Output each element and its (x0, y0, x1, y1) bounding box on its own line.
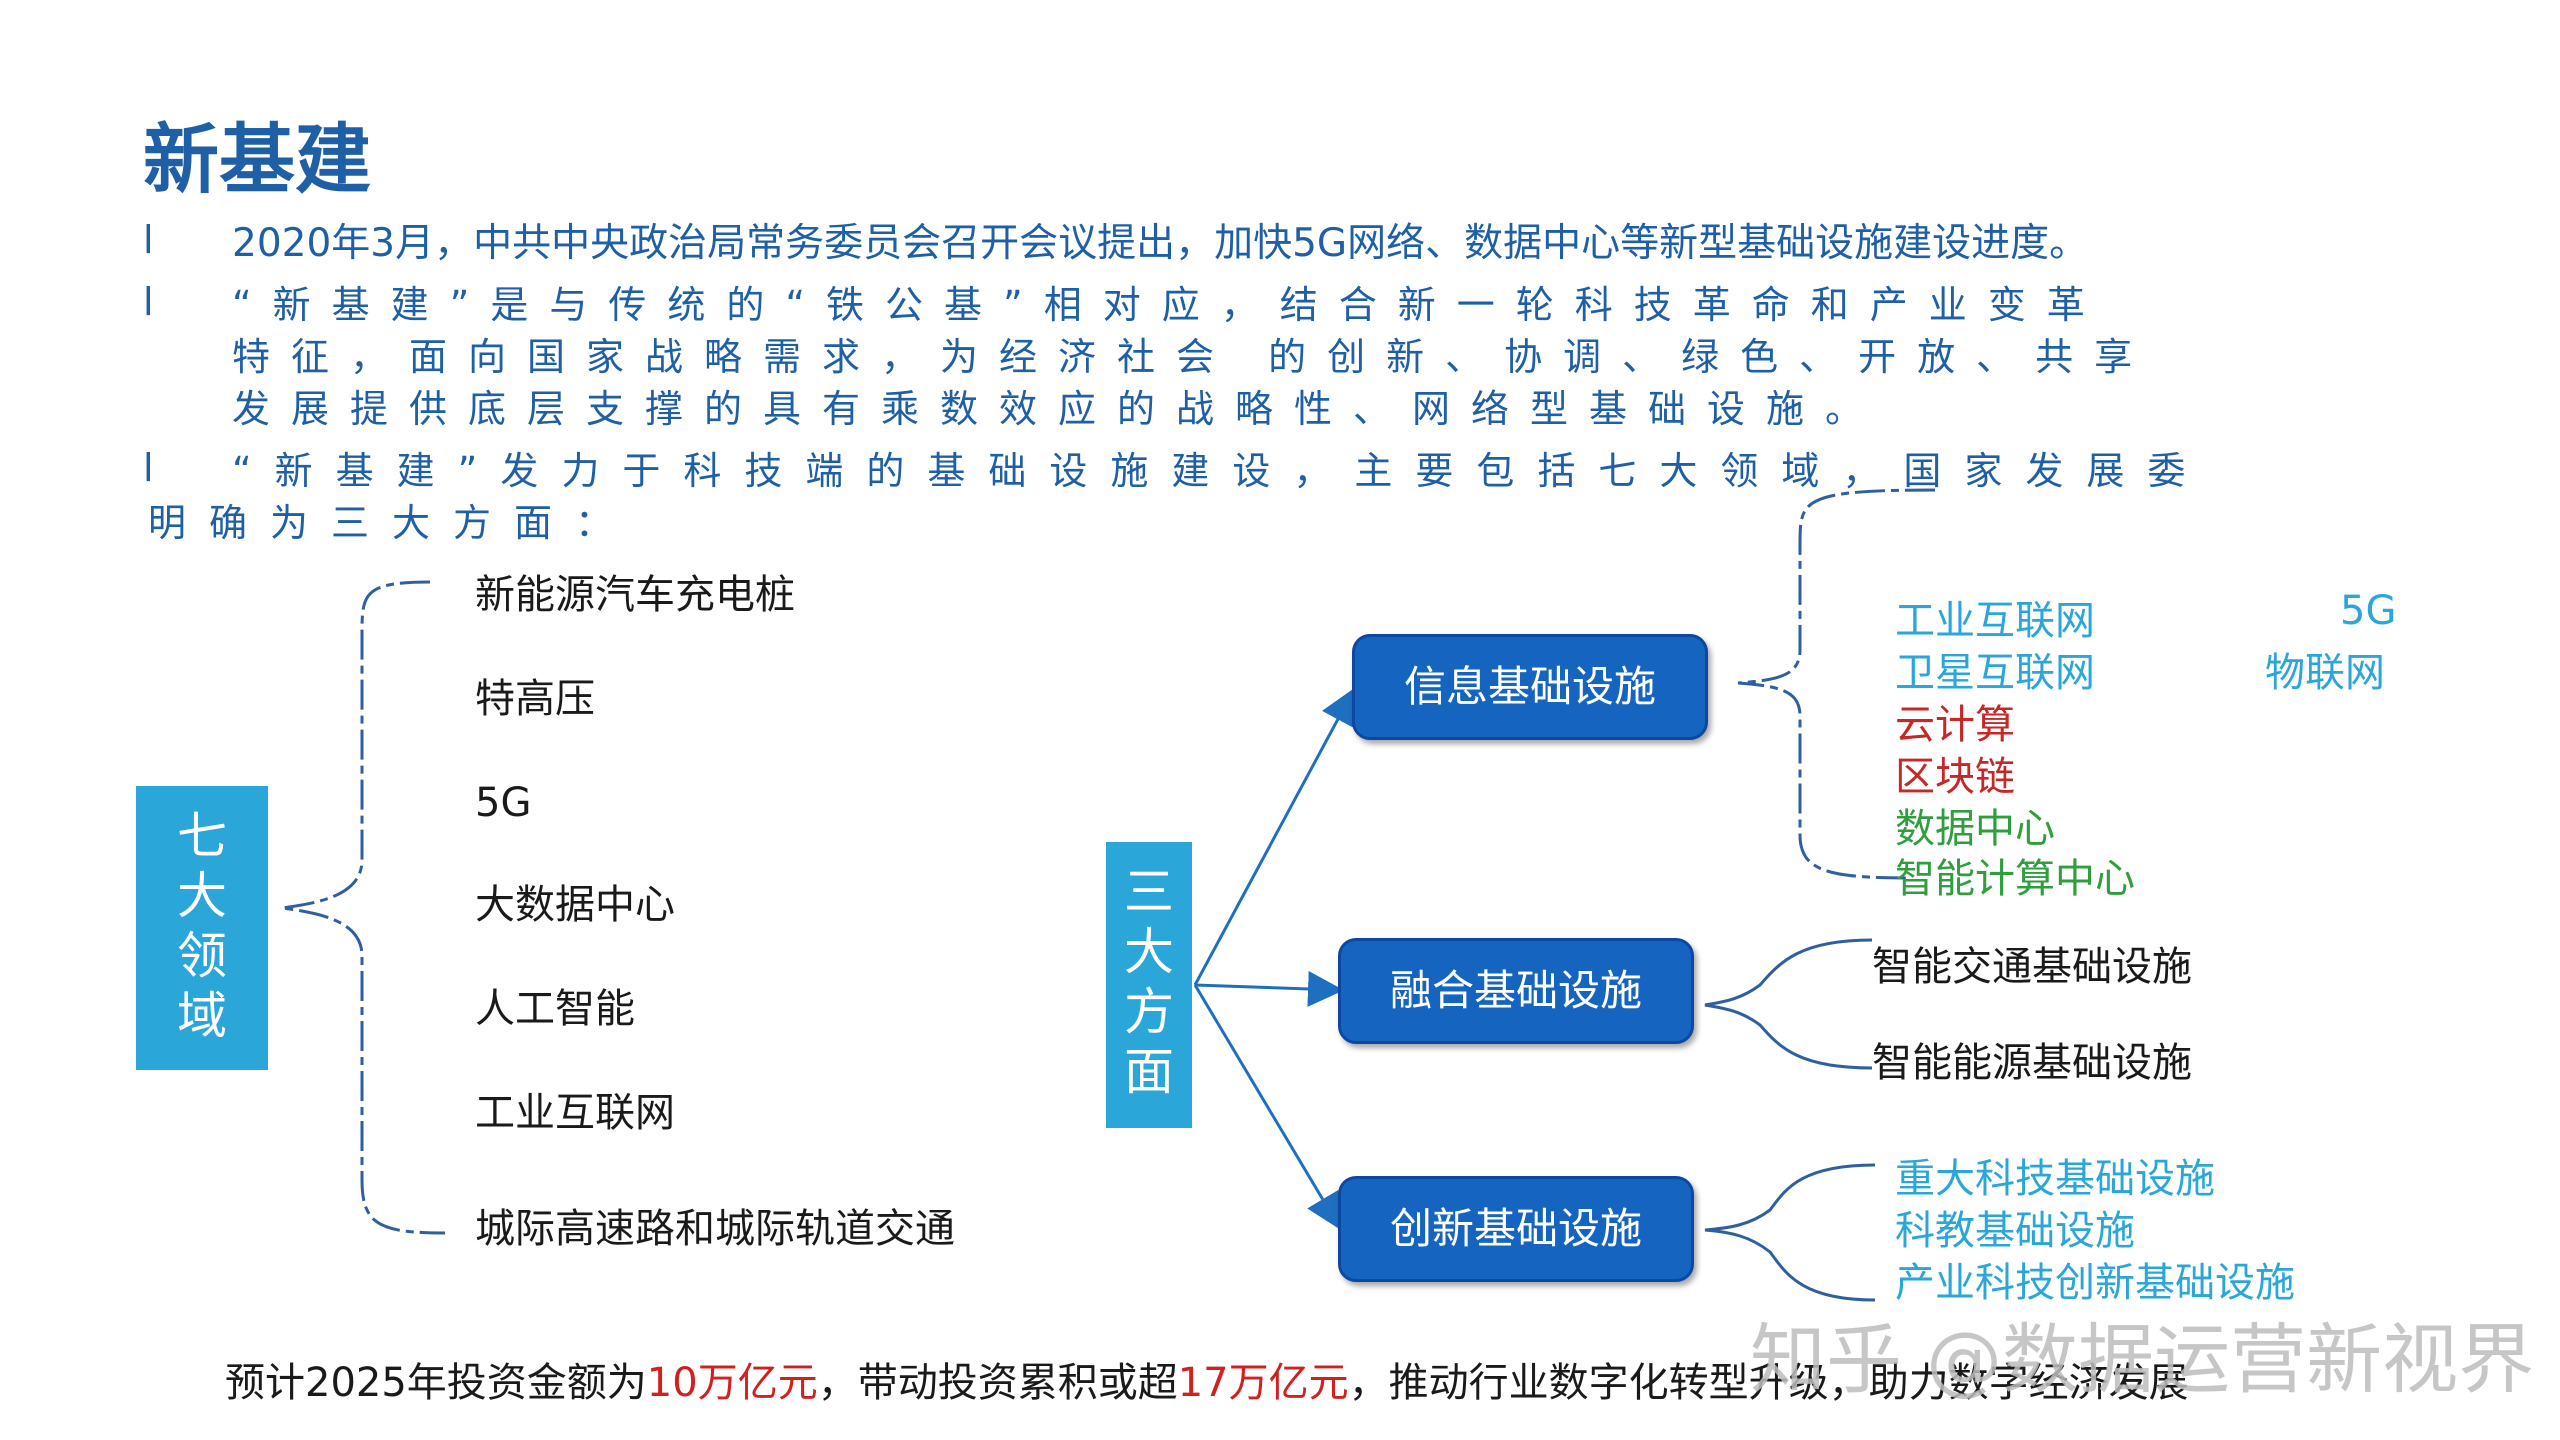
seven-fields-label: 七大领域 (177, 807, 227, 1045)
info-sub-cloud: 云计算 (1895, 702, 2015, 748)
field-item-1: 新能源汽车充电桩 (475, 572, 795, 618)
paragraph-2-line-1: “新基建”是与传统的“铁公基”相对应，结合新一轮科技革命和产业变革 (232, 283, 2106, 327)
bullet-1: l (143, 218, 154, 262)
info-sub-blockchain: 区块链 (1895, 754, 2015, 800)
page-title: 新基建 (143, 115, 371, 204)
info-sub-5g: 5G (2340, 588, 2397, 634)
innovation-bracket (1704, 1163, 1876, 1302)
footer-text-2: ，带动投资累积或超 (817, 1360, 1178, 1406)
fusion-infrastructure-node: 融合基础设施 (1338, 938, 1694, 1044)
innovation-sub-industry: 产业科技创新基础设施 (1895, 1260, 2295, 1306)
innovation-infrastructure-node: 创新基础设施 (1338, 1176, 1694, 1282)
footer-summary: 预计2025年投资金额为10万亿元，带动投资累积或超17万亿元，推动行业数字化转… (225, 1350, 2189, 1408)
fusion-bracket (1704, 938, 1873, 1070)
seven-fields-bracket (281, 580, 446, 1235)
paragraph-2-line-2: 特征，面向国家战略需求，为经济社会 的创新、协调、绿色、开放、共享 (232, 335, 2154, 379)
bullet-3: l (143, 446, 154, 490)
paragraph-3-line-1: “新基建”发力于科技端的基础设施建设，主要包括七大领域，国家发展委 (232, 449, 2209, 493)
bullet-2: l (143, 280, 154, 324)
info-sub-iot: 物联网 (2265, 650, 2385, 696)
footer-text-1: 预计2025年投资金额为 (225, 1360, 647, 1406)
field-item-2: 特高压 (475, 676, 595, 722)
arrow-to-info (1193, 687, 1355, 986)
footer-value-2: 17万亿元 (1177, 1360, 1349, 1406)
field-item-7: 城际高速路和城际轨道交通 (475, 1206, 955, 1252)
innovation-infrastructure-label: 创新基础设施 (1389, 1204, 1642, 1253)
fusion-sub-energy: 智能能源基础设施 (1872, 1040, 2192, 1086)
info-sub-industrial-internet: 工业互联网 (1895, 598, 2095, 644)
fusion-sub-transport: 智能交通基础设施 (1872, 944, 2192, 990)
three-aspects-label: 三大方面 (1124, 863, 1174, 1101)
info-infrastructure-node: 信息基础设施 (1352, 634, 1708, 740)
paragraph-2-line-3: 发展提供底层支撑的具有乘数效应的战略性、网络型基础设施。 (232, 387, 1885, 431)
three-aspects-box: 三大方面 (1106, 842, 1192, 1128)
arrow-to-fusion (1194, 970, 1344, 1007)
fusion-infrastructure-label: 融合基础设施 (1389, 966, 1642, 1015)
paragraph-1: 2020年3月，中共中央政治局常务委员会召开会议提出，加快5G网络、数据中心等新… (232, 221, 2089, 266)
seven-fields-box: 七大领域 (136, 786, 268, 1070)
info-sub-datacenter: 数据中心 (1895, 806, 2055, 852)
footer-value-1: 10万亿元 (646, 1360, 818, 1406)
field-item-5: 人工智能 (475, 986, 635, 1032)
info-sub-intelligent-computing: 智能计算中心 (1895, 856, 2135, 902)
info-sub-satellite-internet: 卫星互联网 (1895, 650, 2095, 696)
field-item-4: 大数据中心 (475, 882, 675, 928)
info-bracket (1737, 488, 1936, 880)
field-item-6: 工业互联网 (475, 1090, 675, 1136)
watermark: 知乎 @数据运营新视界 (1750, 1315, 2535, 1404)
footer-text-3: ，推动行业数字化转型升级，助力数字经济发展 (1348, 1360, 2189, 1406)
info-infrastructure-label: 信息基础设施 (1403, 662, 1656, 711)
field-item-3: 5G (475, 780, 532, 826)
arrow-to-innovation (1193, 984, 1342, 1231)
innovation-sub-major-science: 重大科技基础设施 (1895, 1156, 2215, 1202)
paragraph-3-line-2: 明确为三大方面： (148, 501, 637, 545)
innovation-sub-education: 科教基础设施 (1895, 1208, 2135, 1254)
